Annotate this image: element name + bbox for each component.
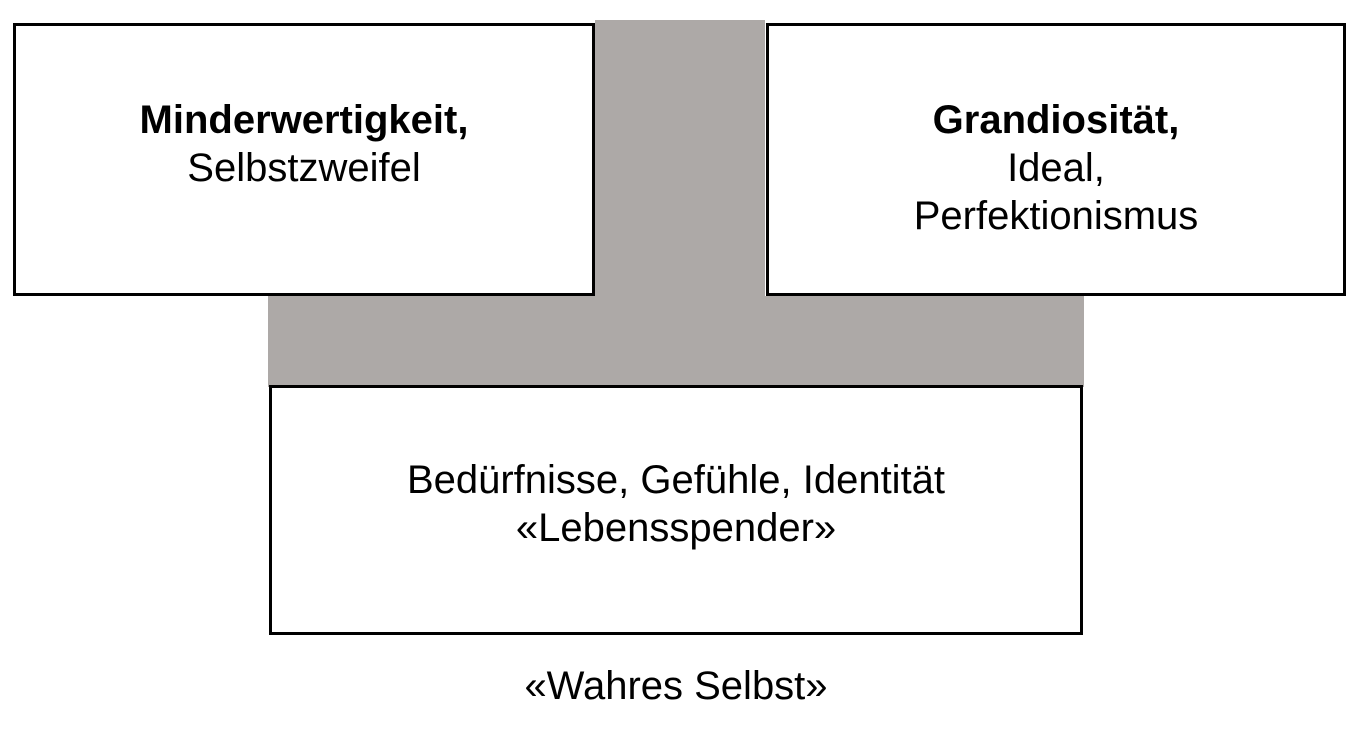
box-grandiositaet-line2: Ideal,	[1007, 146, 1105, 190]
box-grandiositaet: Grandiosität, Ideal, Perfektionismus	[766, 23, 1346, 296]
box-grandiositaet-line3: Perfektionismus	[913, 194, 1199, 238]
caption-wahres-selbst: «Wahres Selbst»	[524, 664, 828, 708]
box-minderwertigkeit-title: Minderwertigkeit,	[139, 98, 469, 142]
box-beduerfnisse-line2: «Lebensspender»	[515, 506, 837, 550]
connector-horizontal-bar	[268, 296, 1084, 387]
box-beduerfnisse: Bedürfnisse, Gefühle, Identität «Lebenss…	[269, 385, 1083, 635]
box-minderwertigkeit: Minderwertigkeit, Selbstzweifel	[13, 23, 595, 296]
box-beduerfnisse-line1: Bedürfnisse, Gefühle, Identität	[406, 458, 946, 502]
box-minderwertigkeit-subtitle: Selbstzweifel	[187, 146, 421, 190]
box-grandiositaet-title: Grandiosität,	[932, 98, 1180, 142]
